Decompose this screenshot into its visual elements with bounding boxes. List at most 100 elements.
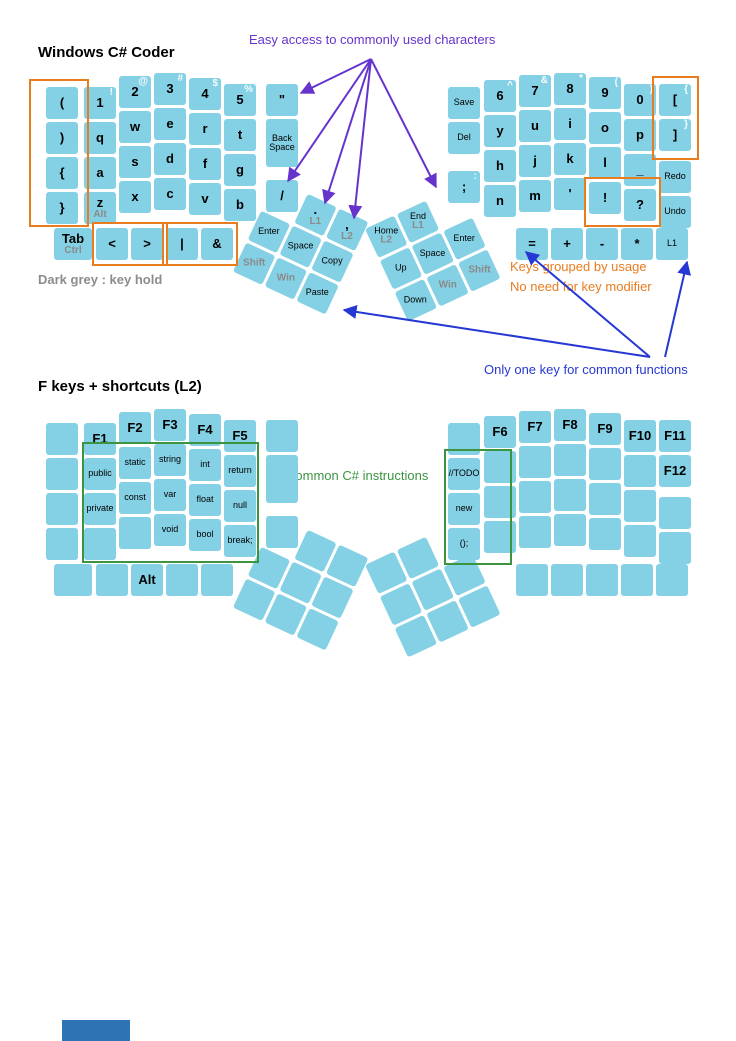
key-label: int [200,459,210,470]
key-blank [624,490,656,522]
key-label: Del [457,132,471,143]
key-f2: F2 [119,412,151,444]
key-label: 1 [96,95,104,111]
key-void: void [154,514,186,546]
key-private: private [84,493,116,525]
shift-label: ( [614,77,618,88]
key-label: i [568,116,572,132]
key-label: static [124,457,146,468]
key-label: a [96,165,104,181]
key-label: 0 [636,92,644,108]
key-label: ' [568,186,572,202]
key-0: )0 [624,84,656,116]
key-label: / [280,188,284,204]
hold-label: L1 [309,215,322,227]
key-1: !1 [84,87,116,119]
key-label: 7 [531,83,539,99]
key-symbol: } [46,192,78,224]
note-easy-access: Easy access to commonly used characters [249,32,496,47]
shift-label: ^ [507,80,513,91]
key-label: 6 [496,88,504,104]
key-9: (9 [589,77,621,109]
key-label: const [124,492,146,503]
key-label: q [96,130,104,146]
key-f9: F9 [589,413,621,445]
key-blank [519,446,551,478]
key-label: + [563,236,571,252]
key-label: Win [438,279,457,291]
key-s: s [119,146,151,178]
key-label: [ [672,92,678,108]
key-label: p [636,127,644,143]
shift-label: ! [109,87,113,98]
key-blank [659,532,691,564]
key-m: m [519,180,551,212]
key-blank [266,420,298,452]
key-label: z [96,194,104,210]
key-symbol: + [551,228,583,260]
key-label: } [59,200,65,216]
shift-label: { [684,84,688,95]
key-label: k [566,151,574,167]
key-label: Win [276,272,296,284]
key-k: k [554,143,586,175]
key-label: null [232,500,247,511]
key-float: float [189,484,221,516]
key-label: w [129,119,141,135]
key-w: w [119,111,151,143]
key-label: o [601,120,609,136]
key-label: _ [636,162,644,178]
key-label: float [196,494,214,505]
key-label: 3 [166,81,174,97]
key-string: string [154,444,186,476]
key-label: F1 [92,431,108,447]
key-label: new [455,503,473,514]
key-h: h [484,150,516,182]
hold-label: L2 [341,230,354,242]
key-blank [624,525,656,557]
shift-label: : [473,171,477,182]
shift-label: ) [649,84,653,95]
key-label: ! [602,190,608,206]
key-blank [551,564,583,596]
key-label: h [496,158,504,174]
key-blank [659,497,691,529]
key-f1: F1 [84,423,116,455]
hold-label: L2 [380,235,393,247]
key-3: #3 [154,73,186,105]
key-label: Down [404,294,428,305]
key-blank [201,564,233,596]
key-f4: F4 [189,414,221,446]
key-label: Shift [243,257,266,269]
shift-label: # [177,73,183,84]
key-const: const [119,482,151,514]
key-label: ? [636,197,644,213]
key-blank [119,517,151,549]
key-e: e [154,108,186,140]
key-label: Save [453,97,475,108]
key-label: ] [672,127,678,143]
key-blank [96,564,128,596]
key-y: y [484,115,516,147]
key-blank [589,518,621,550]
key-symbol: * [621,228,653,260]
key-label: bool [196,529,214,540]
key-f11: F11 [659,420,691,452]
key-bool: bool [189,519,221,551]
key-label: private [86,503,114,514]
highlight-exclaim-question [584,177,661,227]
key-label: break; [227,535,253,546]
highlight-csharp-right [444,449,512,565]
key-q: q [84,122,116,154]
key-label: = [528,236,536,252]
key-label: r [202,121,208,137]
key-label: m [529,188,541,204]
hold-label: Ctrl [64,244,82,256]
key-u: u [519,110,551,142]
key-label: Paste [306,287,330,298]
key-blank [46,493,78,525]
key-blank [46,423,78,455]
key-label: Tab [61,230,85,246]
